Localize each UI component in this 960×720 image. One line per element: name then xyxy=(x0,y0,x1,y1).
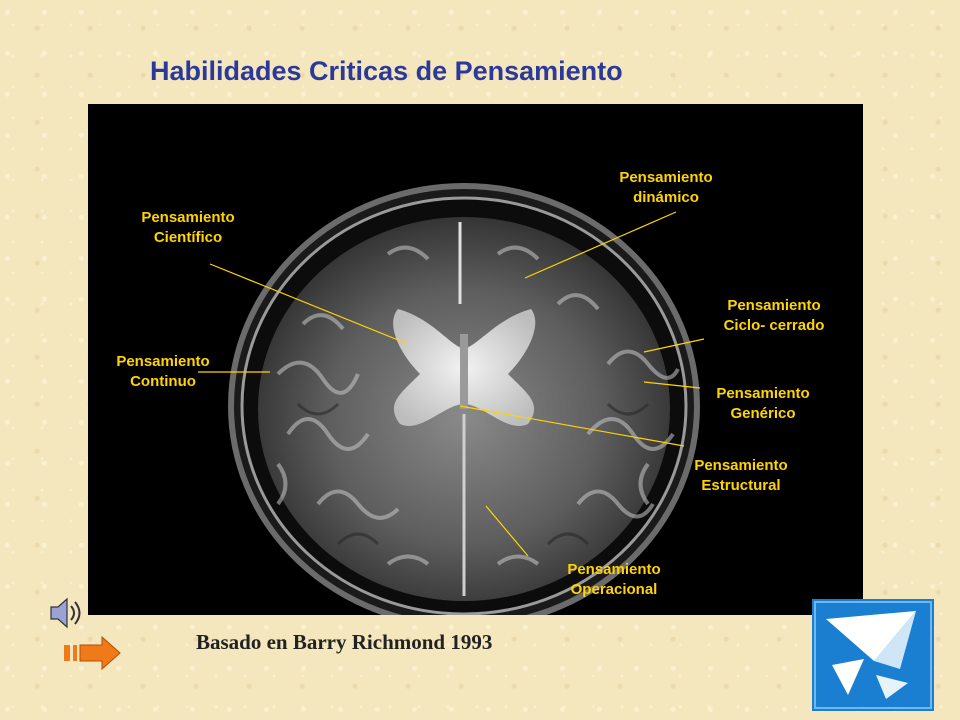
source-credit: Basado en Barry Richmond 1993 xyxy=(196,630,493,654)
paper-plane-logo-icon xyxy=(812,599,934,716)
line-cientifico xyxy=(209,263,409,345)
label-pensamiento-ciclo-cerrado: Pensamiento Ciclo- cerrado xyxy=(723,297,825,334)
label-pensamiento-cientifico: Pensamiento Científico xyxy=(141,209,235,246)
line-operacional xyxy=(485,505,529,557)
annotation-lines xyxy=(198,211,705,557)
line-dinamico xyxy=(524,211,677,279)
page-title: Habilidades Criticas de Pensamiento xyxy=(150,56,623,86)
next-slide-button[interactable] xyxy=(64,635,122,675)
gyri-pattern xyxy=(276,245,680,566)
label-pensamiento-continuo: Pensamiento Continuo xyxy=(116,353,210,390)
arrow-right-icon xyxy=(64,635,121,671)
line-ciclo xyxy=(643,338,705,353)
label-pensamiento-estructural: Pensamiento Estructural xyxy=(694,457,788,494)
label-pensamiento-operacional: Pensamiento Operacional xyxy=(567,561,661,598)
label-pensamiento-dinamico: Pensamiento dinámico xyxy=(619,169,713,206)
brain-mri-image: Pensamiento dinámico Pensamiento Científ… xyxy=(88,104,863,615)
speaker-icon[interactable] xyxy=(48,595,82,636)
line-estructural xyxy=(459,405,685,447)
line-generico xyxy=(643,381,701,389)
label-pensamiento-generico: Pensamiento Genérico xyxy=(716,385,810,422)
brain-scan-drawing xyxy=(198,183,705,615)
